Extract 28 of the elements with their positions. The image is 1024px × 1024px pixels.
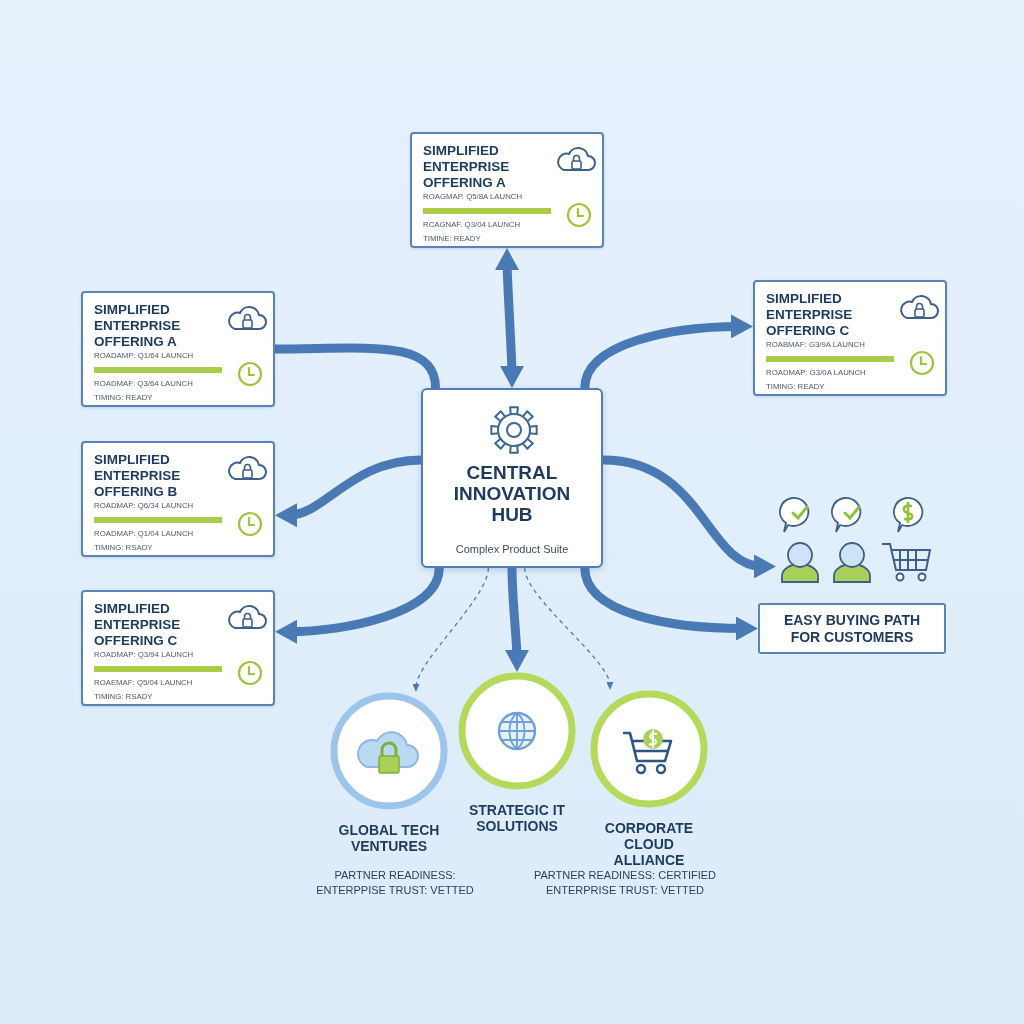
arrow <box>275 455 422 528</box>
hub-title: CENTRAL INNOVATION HUB <box>452 462 572 525</box>
partner-name: CORPORATE CLOUD ALLIANCE <box>603 820 695 868</box>
card-title: SIMPLIFIED ENTERPRISE OFFERING B <box>94 452 182 500</box>
arrow <box>495 248 524 388</box>
partner-status: ENTERPPISE TRUST: VETTED <box>315 883 475 898</box>
offering-card <box>753 280 947 396</box>
offering-card <box>410 132 604 248</box>
hub-box <box>421 388 603 568</box>
card-title: SIMPLIFIED ENTERPRISE OFFERING A <box>423 143 511 191</box>
arrow <box>505 567 529 672</box>
partner-status: ENTERPRISE TRUST: VETTED <box>544 883 706 898</box>
offering-card <box>81 291 275 407</box>
dashed-arrow <box>412 567 489 692</box>
card-title: SIMPLIFIED ENTERPRISE OFFERING C <box>766 291 854 339</box>
arrow <box>602 455 776 579</box>
partner-name: GLOBAL TECH VENTURES <box>337 822 441 854</box>
partner-name: STRATEGIC IT SOLUTIONS <box>467 802 567 834</box>
dashed-arrow <box>524 567 614 690</box>
offering-card <box>81 590 275 706</box>
offering-card <box>81 441 275 557</box>
card-title: SIMPLIFIED ENTERPRISE OFFERING C <box>94 601 182 649</box>
partner-status: PARTNER READINESS: CERTIFIED <box>532 868 718 883</box>
text-box <box>758 603 946 654</box>
hub-subtitle: Complex Product Suite <box>454 543 570 555</box>
card-title: SIMPLIFIED ENTERPRISE OFFERING A <box>94 302 182 350</box>
partner-status: PARTNER READINESS: <box>333 868 457 883</box>
box-label: EASY BUYING PATH FOR CUSTOMERS <box>782 611 922 646</box>
